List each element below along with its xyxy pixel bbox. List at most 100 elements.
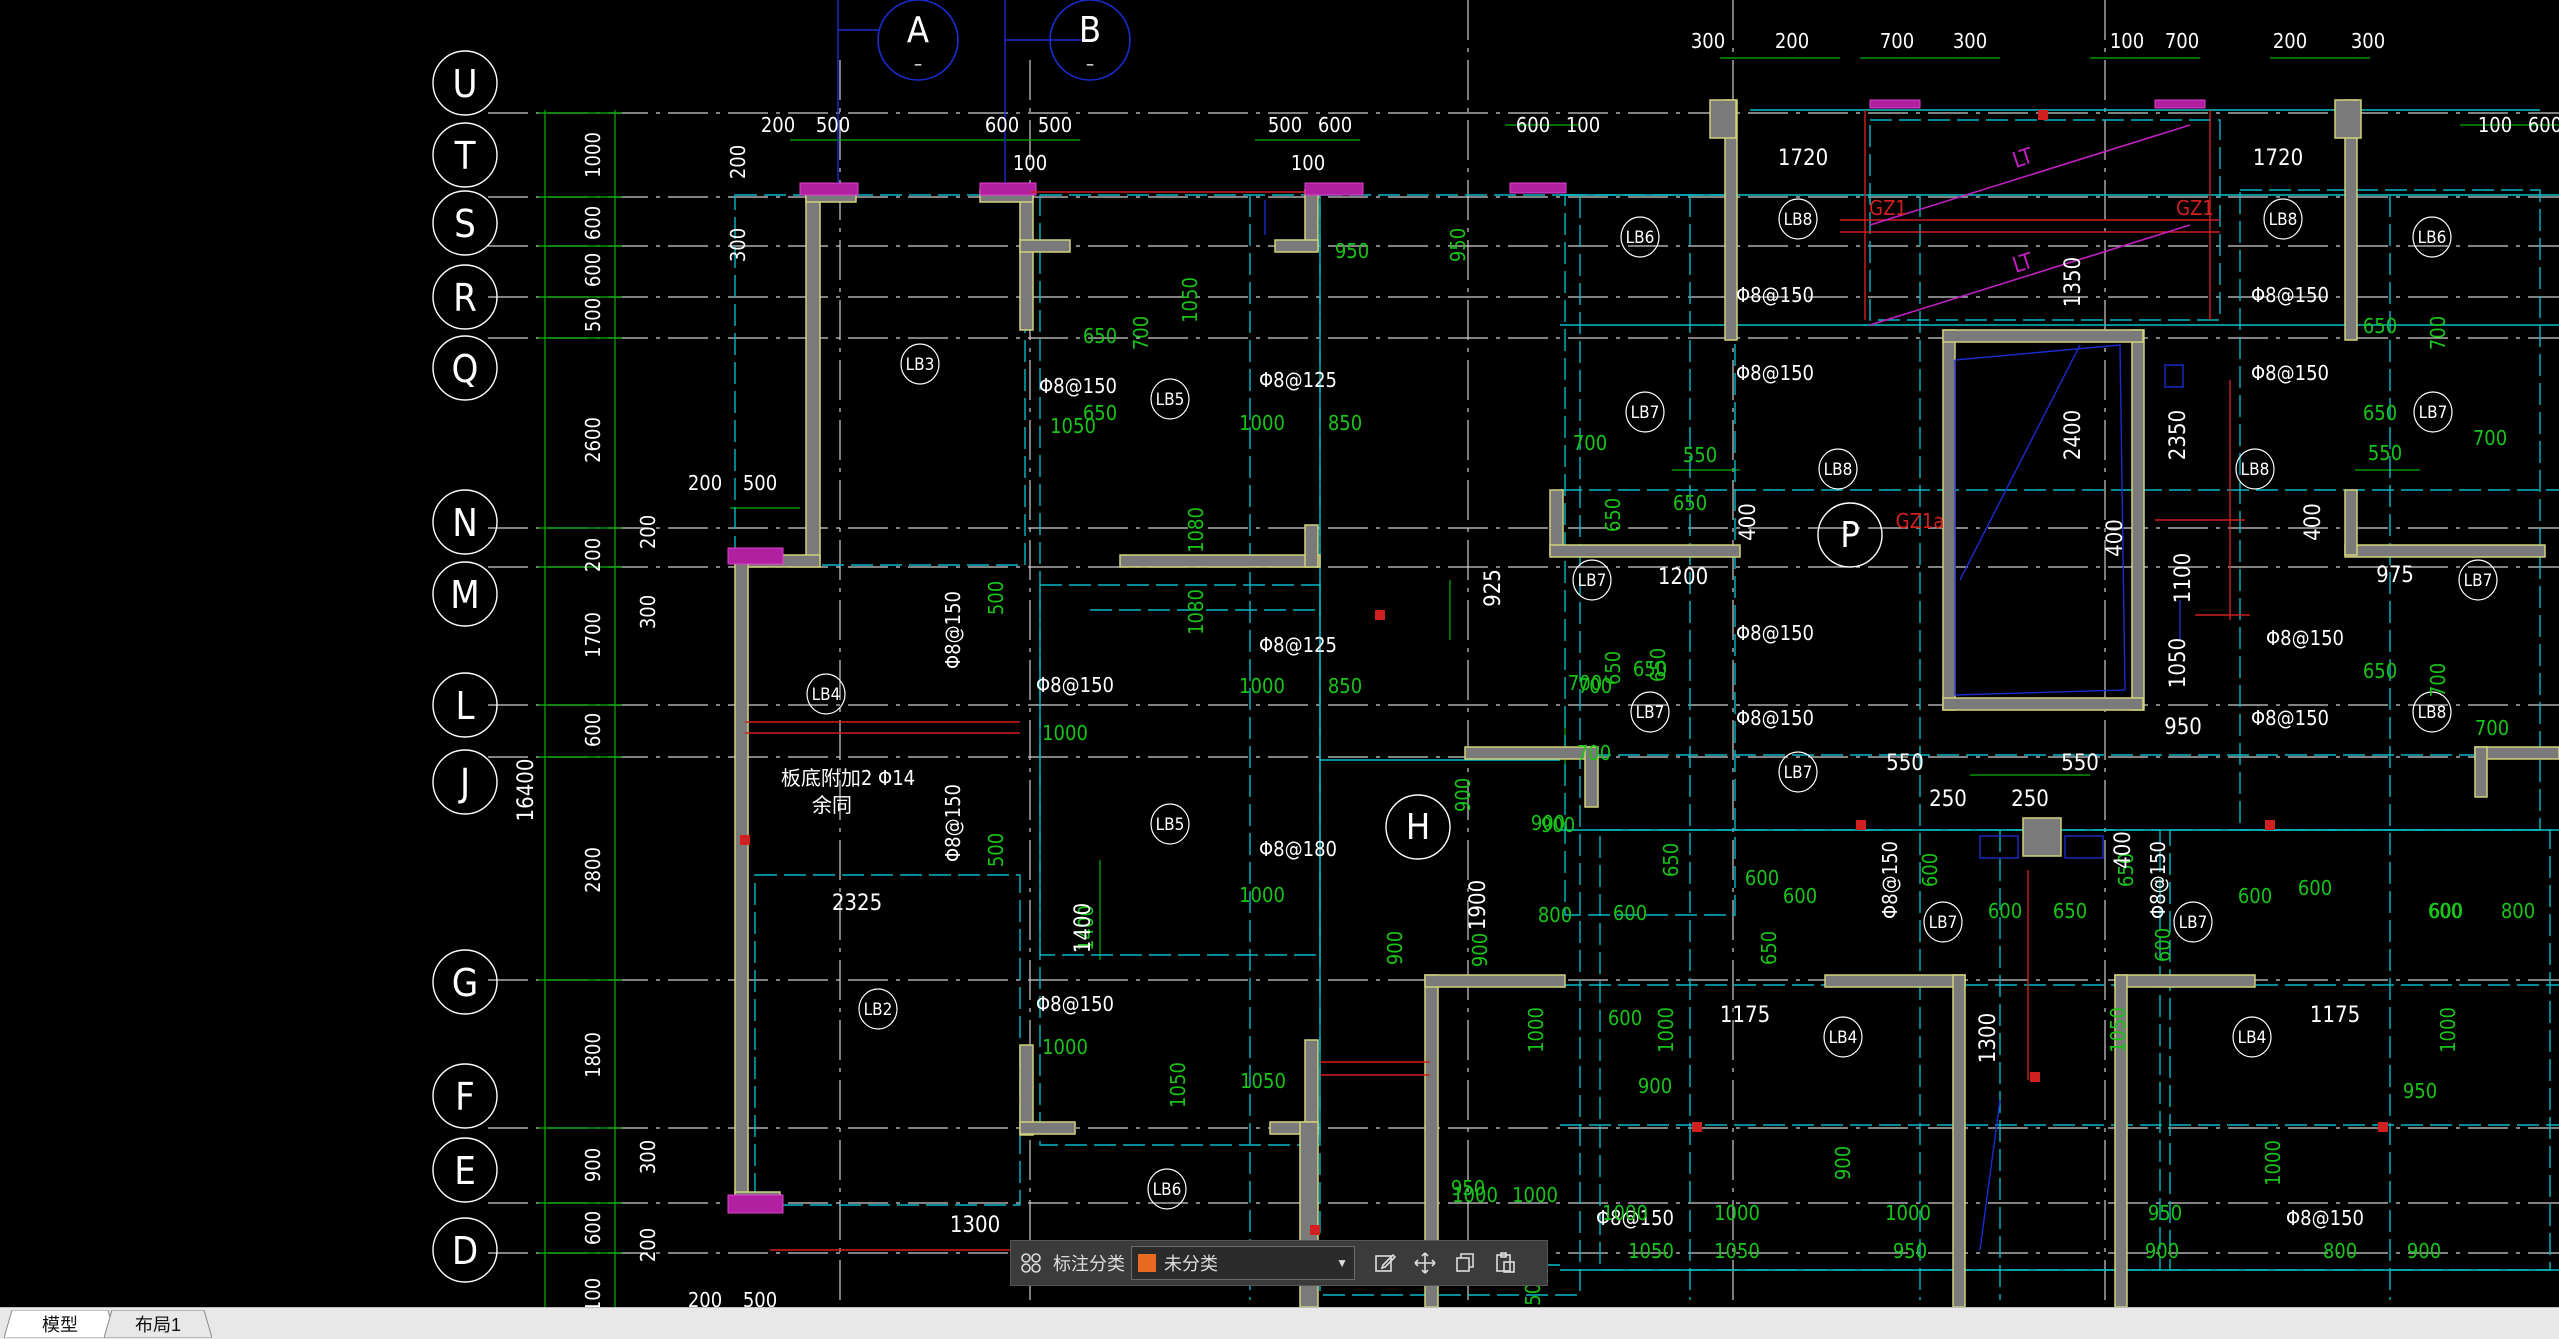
category-color-swatch (1138, 1254, 1156, 1272)
row-dimension: 600 (581, 206, 605, 240)
dimension-text: 1300 (1976, 1013, 2001, 1063)
axis-bubble-label: N (452, 501, 478, 545)
slab-label: LB5 (1156, 815, 1185, 835)
slab-label: LB8 (2418, 703, 2447, 723)
axis-bubble-D (432, 1217, 498, 1283)
green-dimension: 850 (1521, 1283, 1545, 1307)
axis-bubble-F (432, 1063, 498, 1129)
edit-icon[interactable] (1365, 1243, 1405, 1283)
green-dimension: 800 (1538, 903, 1572, 927)
axis-bubble-M (432, 561, 498, 627)
grid-icon[interactable] (1011, 1243, 1051, 1283)
paste-icon[interactable] (1485, 1243, 1525, 1283)
green-dimension: 650 (2053, 899, 2087, 923)
rebar-spec: Φ8@150 (1036, 673, 1114, 697)
small-dimension: 200 (726, 145, 750, 179)
slab-label-ring (1620, 216, 1660, 258)
rebar-spec: Φ8@150 (2146, 841, 2170, 919)
green-dimension: 600 (2428, 899, 2462, 923)
green-dimension: 700 (1129, 316, 1153, 350)
slab-label-ring (1778, 751, 1818, 793)
top-dimension: 100 (1566, 113, 1600, 137)
copy-icon[interactable] (1445, 1243, 1485, 1283)
floor-plan-drawing: UTSRQNMLJGFEDA–B–HP100060060050026002001… (432, 0, 2559, 1307)
small-dimension: 300 (636, 1140, 660, 1174)
axis-bubble-label: F (455, 1075, 475, 1119)
rebar-spec: Φ8@150 (1736, 361, 1814, 385)
small-dimension: 300 (726, 228, 750, 262)
tab-model[interactable]: 模型 (4, 1310, 116, 1338)
axis-bubble-label: L (455, 684, 474, 728)
dimension-text: 1100 (2171, 553, 2196, 603)
green-dimension: 1000 (2436, 1007, 2460, 1053)
annotation-category-select[interactable]: 未分类 ▼ (1131, 1246, 1355, 1280)
category-selected-value: 未分类 (1164, 1254, 1218, 1274)
green-dimension: 1050 (1240, 1069, 1286, 1093)
tab-layout1-label: 布局1 (134, 1315, 181, 1335)
slab-label: LB7 (1631, 403, 1660, 423)
move-icon[interactable] (1405, 1243, 1445, 1283)
green-dimension: 1050 (1166, 1062, 1190, 1108)
slab-label-ring (2412, 216, 2452, 258)
axis-bubble-label: H (1406, 807, 1430, 848)
row-dimension: 600 (581, 253, 605, 287)
dimension-text: 400 (2103, 519, 2128, 557)
rebar-spec: Φ8@150 (1736, 283, 1814, 307)
slab-label: LB7 (2419, 403, 2448, 423)
dimension-text: 975 (2376, 563, 2414, 588)
axis-bubble-T (432, 122, 498, 188)
slab-label-ring (1147, 1168, 1187, 1210)
rebar-spec: Φ8@150 (941, 784, 965, 862)
axis-bubble-label: U (452, 62, 477, 106)
axis-bubble-A (877, 0, 959, 81)
top-dimension: 100 (2478, 113, 2512, 137)
column-label: GZ1 (1869, 196, 1907, 220)
green-dimension: 650 (2363, 659, 2397, 683)
axis-bubble-P (1817, 502, 1883, 568)
row-dimension: 1000 (581, 132, 605, 178)
top-dimension: 100 (1291, 151, 1325, 175)
green-dimension: 900 (1541, 813, 1575, 837)
top-dimension: 500 (1038, 113, 1072, 137)
top-dimension: 600 (1516, 113, 1550, 137)
dimension-text: 1200 (1658, 565, 1708, 590)
rebar-spec: Φ8@150 (2251, 706, 2329, 730)
annotation-category-label: 标注分类 (1053, 1254, 1125, 1274)
green-dimension: 1000 (1714, 1201, 1760, 1225)
green-dimension: 1400 (1074, 905, 1098, 951)
dimension-text: 400 (2111, 831, 2136, 869)
tab-model-label: 模型 (42, 1315, 78, 1335)
green-dimension: 1000 (2261, 1140, 2285, 1186)
green-dimension: 500 (984, 833, 1008, 867)
slab-label-ring (2232, 1016, 2272, 1058)
dimension-text: 925 (1481, 569, 1506, 607)
green-dimension: 700 (1573, 431, 1607, 455)
green-dimension: 600 (1608, 1006, 1642, 1030)
green-dimension: 600 (2298, 876, 2332, 900)
green-dimension: 900 (2145, 1239, 2179, 1263)
slab-label: LB4 (1829, 1028, 1858, 1048)
rebar-spec: Φ8@150 (2266, 626, 2344, 650)
rebar-spec: Φ8@150 (1736, 621, 1814, 645)
green-dimension: 950 (1335, 239, 1369, 263)
tab-layout1[interactable]: 布局1 (104, 1310, 212, 1338)
top-dimension: 500 (816, 113, 850, 137)
slab-label: LB7 (2464, 571, 2493, 591)
green-dimension: 1050 (1050, 414, 1096, 438)
dimension-text: 1300 (950, 1213, 1000, 1238)
green-dimension: 900 (1383, 931, 1407, 965)
green-dimension: 1080 (1184, 507, 1208, 553)
chevron-down-icon: ▼ (1336, 1256, 1348, 1270)
annotation-toolbar: 标注分类 未分类 ▼ (1010, 1240, 1548, 1286)
slab-label-ring (1625, 391, 1665, 433)
green-dimension: 1050 (1178, 277, 1202, 323)
top-dimension: 600 (1318, 113, 1352, 137)
top-dimension: 600 (985, 113, 1019, 137)
rebar-spec: Φ8@150 (2251, 361, 2329, 385)
green-dimension: 900 (1451, 778, 1475, 812)
dimension-text: 2325 (832, 891, 882, 916)
green-dimension: 900 (1468, 933, 1492, 967)
rebar-spec: Φ8@125 (1259, 368, 1337, 392)
row-dimension: 200 (581, 538, 605, 572)
